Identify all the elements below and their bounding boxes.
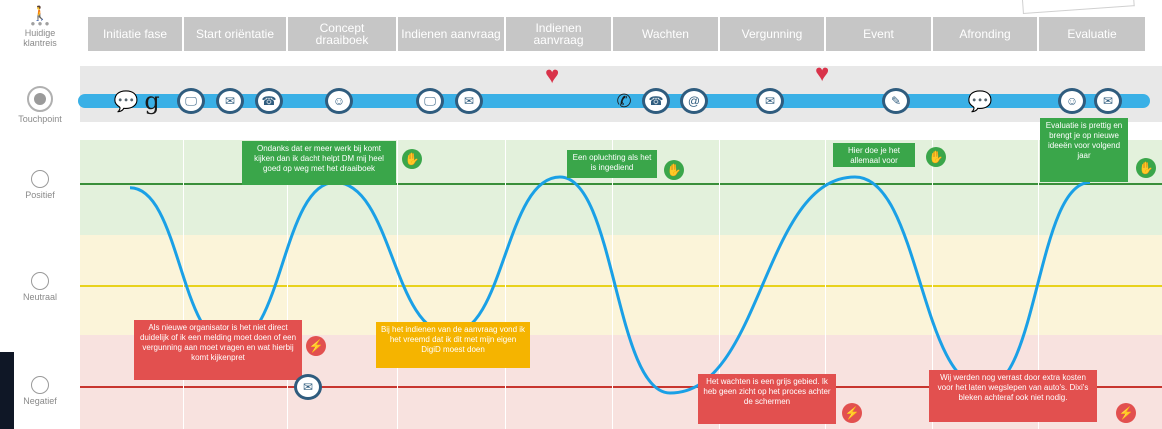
phase-header: Initiatie fase [88, 17, 182, 51]
callout-text: Wij werden nog verrast door extra kosten… [937, 373, 1089, 402]
positive-reference-line [80, 183, 1162, 185]
email-icon: ✉ [216, 88, 244, 114]
person-icon: ☺ [1058, 88, 1086, 114]
phase-divider [505, 140, 506, 429]
computer-icon: 🖵 [177, 88, 205, 114]
phase-header: Start oriëntatie [184, 17, 286, 51]
person-icon: ☺ [325, 88, 353, 114]
phase-divider [932, 140, 933, 429]
phone-icon: ☎ [642, 88, 670, 114]
heart-icon: ♥ [815, 60, 830, 87]
callout-positive: Een opluchting als het is ingediend [567, 150, 657, 178]
neutral-label: Neutraal [22, 292, 58, 302]
callout-text: Als nieuwe organisator is het niet direc… [139, 323, 297, 362]
callout-positive: Hier doe je het allemaal voor [833, 143, 915, 167]
edge-image [0, 352, 14, 429]
phase-header: Afronding [933, 17, 1037, 51]
callout-text: Hier doe je het allemaal voor [847, 146, 901, 165]
chat-icon: 💬 [113, 90, 139, 113]
lightning-icon: ⚡ [842, 403, 862, 423]
lightning-icon: ⚡ [1116, 403, 1136, 423]
callout-text: Ondanks dat er meer werk bij komt kijken… [254, 144, 384, 173]
callout-positive: Ondanks dat er meer werk bij komt kijken… [242, 141, 396, 185]
phone-icon: ☎ [255, 88, 283, 114]
computer-icon: 🖵 [416, 88, 444, 114]
google-icon: g [144, 87, 160, 115]
phase-divider [397, 140, 398, 429]
phase-header: Evaluatie [1039, 17, 1145, 51]
touchpoint-row-header: Touchpoint [0, 86, 80, 124]
phase-divider [719, 140, 720, 429]
thumbs-up-icon: ✋ [664, 160, 684, 180]
walking-person-icon: 🚶 [31, 5, 49, 21]
experience-curve-line [129, 175, 1091, 395]
phase-divider [612, 140, 613, 429]
neutral-face-icon [31, 272, 49, 290]
callout-text: Een opluchting als het is ingediend [572, 153, 652, 172]
callout-positive: Evaluatie is prettig en brengt je op nie… [1040, 118, 1128, 182]
phase-divider [287, 140, 288, 429]
phase-header: Concept draaiboek [288, 17, 396, 51]
lightning-icon: ⚡ [306, 336, 326, 356]
negative-reference-line [80, 386, 1162, 388]
positive-row-header: Positief [0, 170, 80, 200]
phase-header: Wachten [613, 17, 718, 51]
happy-face-icon [31, 170, 49, 188]
thumbs-up-icon: ✋ [1136, 158, 1156, 178]
phase-divider [825, 140, 826, 429]
thumbs-up-icon: ✋ [926, 147, 946, 167]
callout-negative: Het wachten is een grijs gebied. Ik heb … [698, 374, 836, 424]
email-icon: ✉ [294, 374, 322, 400]
phase-header: Vergunning [720, 17, 824, 51]
neutral-reference-line [80, 285, 1162, 287]
ticket-icon: ✎ [882, 88, 910, 114]
journey-label: Huidige klantreis [23, 28, 57, 48]
negative-row-header: Negatief [0, 376, 80, 406]
phase-header: Event [826, 17, 931, 51]
phase-header: Indienen aanvraag [398, 17, 504, 51]
journey-row-header: 🚶 ● ● ● Huidige klantreis [0, 6, 80, 48]
heart-icon: ♥ [545, 62, 560, 89]
phase-header: Indienen aanvraag [506, 17, 611, 51]
neutral-row-header: Neutraal [0, 272, 80, 302]
dots-icon: ● ● ● [30, 19, 50, 28]
callout-neutral: Bij het indienen van de aanvraag vond ik… [376, 322, 530, 368]
callout-text: Bij het indienen van de aanvraag vond ik… [380, 325, 526, 354]
callout-negative: Wij werden nog verrast door extra kosten… [929, 370, 1097, 422]
email-icon: ✉ [756, 88, 784, 114]
negative-label: Negatief [23, 396, 57, 406]
thumbs-up-icon: ✋ [402, 149, 422, 169]
touchpoint-icon [27, 86, 53, 112]
sad-face-icon [31, 376, 49, 394]
callout-negative: Als nieuwe organisator is het niet direc… [134, 320, 302, 380]
positive-label: Positief [25, 190, 55, 200]
at-icon: @ [680, 88, 708, 114]
callout-text: Het wachten is een grijs gebied. Ik heb … [703, 377, 831, 406]
whatsapp-icon: ✆ [616, 90, 632, 111]
email-icon: ✉ [1094, 88, 1122, 114]
chat-icon: 💬 [967, 90, 993, 113]
callout-text: Evaluatie is prettig en brengt je op nie… [1045, 121, 1123, 160]
email-icon: ✉ [455, 88, 483, 114]
touchpoint-label: Touchpoint [18, 114, 62, 124]
phase-divider [183, 140, 184, 429]
